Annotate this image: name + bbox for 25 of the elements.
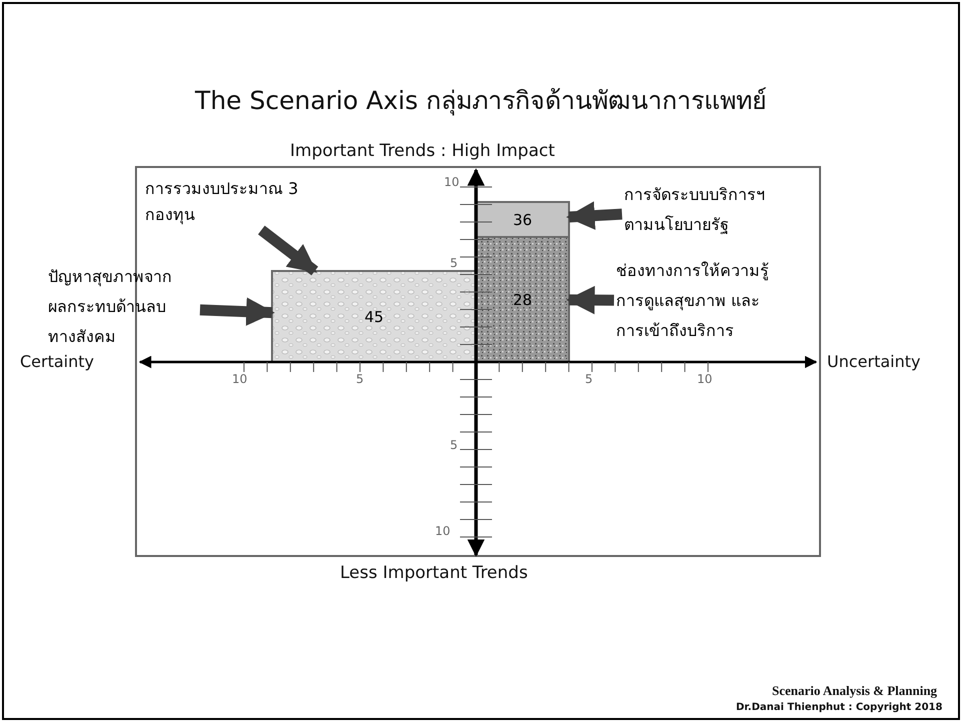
callout-text: ช่องทางการให้ความรู้ การดูแลสุขภาพ และ การเข้าถึงบริการ [616, 256, 786, 346]
copyright-note: Dr.Danai Thienphut : Copyright 2018 [736, 702, 942, 713]
tick-label: 10 [435, 524, 450, 538]
tick-label: 5 [450, 438, 458, 452]
tick-label: 10 [444, 175, 460, 189]
block-arrow [566, 286, 614, 314]
callout-text: การรวมงบประมาณ 3 กองทุน [145, 176, 305, 228]
value-label: 28 [476, 237, 569, 362]
axis-label: Uncertainty [827, 352, 920, 371]
callout-text: การจัดระบบบริการฯ ตามนโยบายรัฐ [624, 180, 774, 240]
tick-label: 5 [356, 372, 364, 386]
tick-label: 5 [585, 372, 593, 386]
block-arrow [258, 226, 318, 276]
tick-label: 10 [697, 372, 712, 386]
block-arrow [200, 297, 275, 326]
tick-label: 5 [450, 256, 458, 270]
block-arrow [566, 201, 622, 230]
title: The Scenario Axis กลุ่มภารกิจด้านพัฒนาการแพทย์ [194, 85, 768, 118]
axis-label: Certainty [20, 352, 94, 371]
value-label: 45 [272, 271, 476, 362]
footer-title: Scenario Analysis & Planning [772, 683, 938, 699]
value-label: 36 [476, 202, 569, 237]
axis-title: Important Trends : High Impact [290, 141, 555, 161]
axis-title: Less Important Trends [340, 563, 528, 583]
tick-label: 10 [232, 372, 248, 386]
